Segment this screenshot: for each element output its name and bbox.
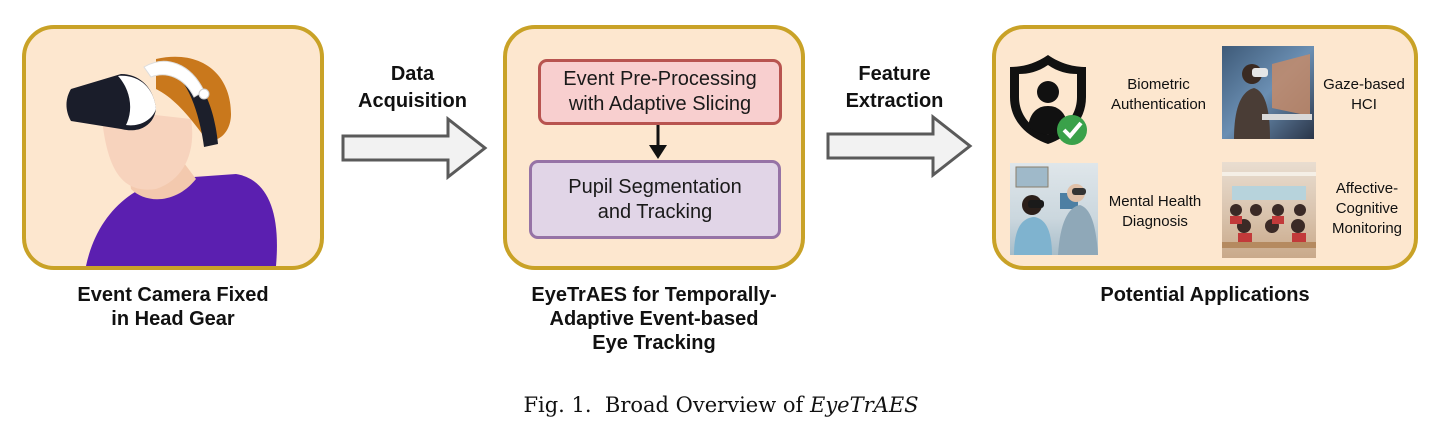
app-mental-health-label: Mental Health Diagnosis	[1100, 192, 1210, 232]
shield-user-check-icon	[1010, 55, 1087, 145]
camera-label-line2: in Head Gear	[111, 308, 235, 330]
down-arrow-icon	[649, 125, 667, 159]
app-gaze-line2: HCI	[1351, 96, 1377, 113]
feature-extraction-arrow	[826, 114, 973, 178]
app-gaze-line1: Gaze-based	[1323, 76, 1405, 93]
caption-italic-name: EyeTrAES	[809, 393, 919, 417]
arrow2-label-line1: Feature	[858, 63, 931, 85]
caption-prefix: Fig. 1.	[523, 393, 592, 417]
data-acquisition-arrow	[341, 116, 488, 180]
camera-panel	[22, 25, 324, 270]
pipeline-label-line3: Eye Tracking	[592, 332, 716, 354]
app-affective-line3: Monitoring	[1331, 220, 1403, 237]
pipeline-panel: Event Pre-Processing with Adaptive Slici…	[503, 25, 805, 270]
app-affective-line2: Cognitive	[1335, 200, 1399, 217]
step1-line2: with Adaptive Slicing	[568, 93, 752, 115]
app-affective-label: Affective- Cognitive Monitoring	[1316, 179, 1418, 239]
pipeline-stage-label: EyeTrAES for Temporally- Adaptive Event-…	[503, 283, 805, 355]
step1-line1: Event Pre-Processing	[563, 68, 757, 90]
classroom-vr-image	[1222, 162, 1316, 258]
app-mental-line2: Diagnosis	[1122, 213, 1188, 230]
pupil-segmentation-box: Pupil Segmentation and Tracking	[529, 160, 781, 239]
app-affective-line1: Affective-	[1335, 180, 1399, 197]
app-biometric-line1: Biometric	[1127, 76, 1190, 93]
feature-extraction-label: Feature Extraction	[822, 61, 967, 115]
app-gaze-hci-label: Gaze-based HCI	[1314, 75, 1414, 115]
arrow1-label-line2: Acquisition	[358, 90, 467, 112]
caption-text: Broad Overview of	[604, 393, 804, 417]
applications-panel: Biometric Authentication Gaze-based HCI …	[992, 25, 1418, 270]
clinic-vr-session-image	[1010, 163, 1098, 255]
app-biometric-label: Biometric Authentication	[1096, 75, 1221, 115]
applications-stage-label: Potential Applications	[992, 283, 1418, 307]
data-acquisition-label: Data Acquisition	[340, 61, 485, 115]
camera-stage-label: Event Camera Fixed in Head Gear	[22, 283, 324, 331]
vr-user-at-monitor-image	[1222, 46, 1314, 139]
camera-label-line1: Event Camera Fixed	[77, 284, 269, 306]
app-mental-line1: Mental Health	[1108, 193, 1202, 210]
applications-label-text: Potential Applications	[1100, 284, 1310, 306]
app-biometric-line2: Authentication	[1110, 96, 1207, 113]
step2-line1: Pupil Segmentation	[568, 175, 742, 198]
step2-line2: and Tracking	[597, 200, 713, 223]
pipeline-label-line1: EyeTrAES for Temporally-	[531, 284, 777, 306]
event-preprocessing-box: Event Pre-Processing with Adaptive Slici…	[538, 59, 782, 125]
vr-headset-person-illustration	[66, 56, 277, 266]
figure-caption: Fig. 1. Broad Overview of EyeTrAES	[0, 393, 1442, 417]
arrow2-label-line2: Extraction	[845, 90, 944, 112]
pipeline-label-line2: Adaptive Event-based	[549, 308, 759, 330]
arrow1-label-line1: Data	[390, 63, 435, 85]
